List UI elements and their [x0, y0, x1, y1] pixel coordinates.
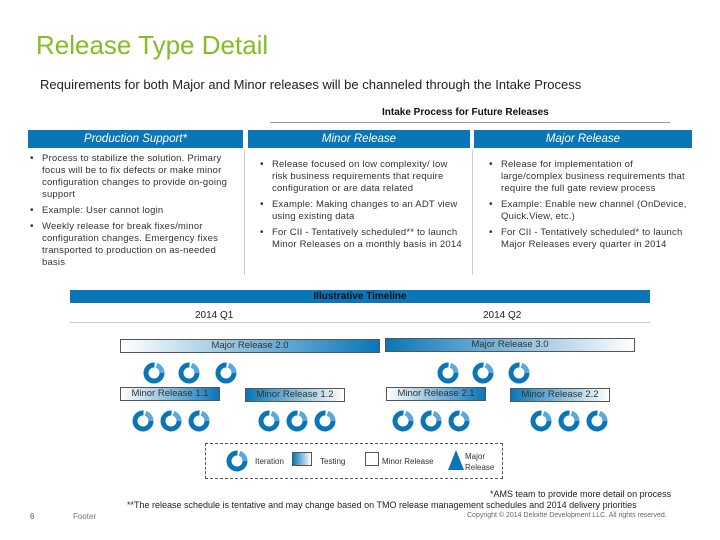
major-release-list: Release for implementation of large/comp… — [487, 159, 692, 255]
iteration-cycle-icon — [258, 410, 280, 432]
major-bullet: Example: Enable new channel (OnDevice, Q… — [487, 199, 692, 223]
production-bullet: Weekly release for break fixes/minor con… — [28, 221, 240, 269]
iteration-cycle-icon — [314, 410, 336, 432]
major-release-legend-marker — [448, 450, 464, 470]
quarter-label-q2: 2014 Q2 — [483, 310, 522, 321]
iteration-cycle-icon — [558, 410, 580, 432]
production-bullet: Process to stabilize the solution. Prima… — [28, 153, 240, 201]
minor-bullet: For CII - Tentatively scheduled** to lau… — [258, 227, 464, 251]
iteration-cycle-icon — [188, 410, 210, 432]
legend-testing-label: Testing — [320, 457, 346, 466]
minor-bullet: Example: Making changes to an ADT view u… — [258, 199, 464, 223]
major-release-3-0-bar: Major Release 3.0 — [385, 338, 635, 352]
minor-release-1-1-bar: Minor Release 1.1 — [120, 387, 220, 401]
footnote-ams: *AMS team to provide more detail on proc… — [490, 489, 672, 499]
major-bullet: For CII - Tentatively scheduled* to laun… — [487, 227, 692, 251]
minor-release-2-1-bar: Minor Release 2.1 — [386, 387, 486, 401]
iteration-cycle-icon — [530, 410, 552, 432]
iteration-cycle-icon — [143, 362, 165, 384]
column-separator — [472, 150, 473, 275]
iteration-cycle-icon — [132, 410, 154, 432]
quarter-divider — [70, 322, 650, 323]
minor-release-list: Release focused on low complexity/ low r… — [258, 159, 464, 255]
legend-major-label-1: Major — [465, 452, 486, 461]
minor-bullet: Release focused on low complexity/ low r… — [258, 159, 464, 195]
page-title: Release Type Detail — [36, 30, 269, 60]
legend-iteration-label: Iteration — [255, 457, 284, 466]
legend — [205, 443, 503, 479]
iteration-cycle-icon — [392, 410, 414, 432]
major-release-2-0-bar: Major Release 2.0 — [120, 339, 380, 353]
production-support-header: Production Support* — [28, 130, 243, 148]
iteration-cycle-icon — [437, 362, 459, 384]
iteration-cycle-icon — [448, 410, 470, 432]
iteration-cycle-icon — [586, 410, 608, 432]
iteration-legend-icon — [226, 450, 248, 472]
iteration-cycle-icon — [420, 410, 442, 432]
legend-minor-release-label: Minor Release — [382, 457, 434, 466]
footnote-schedule: **The release schedule is tentative and … — [127, 500, 637, 510]
major-release-header: Major Release — [474, 130, 692, 148]
iteration-cycle-icon — [178, 362, 200, 384]
column-separator — [244, 150, 245, 275]
intake-divider — [270, 122, 670, 123]
iteration-cycle-icon — [160, 410, 182, 432]
major-bullet: Release for implementation of large/comp… — [487, 159, 692, 195]
iteration-cycle-icon — [472, 362, 494, 384]
iteration-cycle-icon — [286, 410, 308, 432]
minor-release-1-2-bar: Minor Release 1.2 — [245, 388, 345, 402]
footer-text: Footer — [73, 512, 97, 521]
page-subtitle: Requirements for both Major and Minor re… — [40, 77, 582, 92]
timeline-title: Illustrative Timeline — [313, 291, 407, 302]
page-number: 6 — [30, 512, 35, 521]
iteration-cycle-icon — [508, 362, 530, 384]
quarter-label-q1: 2014 Q1 — [195, 310, 234, 321]
testing-legend-swatch — [292, 452, 312, 466]
minor-release-2-2-bar: Minor Release 2.2 — [510, 388, 610, 402]
production-bullet: Example: User cannot login — [28, 205, 240, 217]
iteration-cycle-icon — [215, 362, 237, 384]
intake-process-title: Intake Process for Future Releases — [382, 107, 549, 118]
timeline-header: Illustrative Timeline — [70, 290, 650, 303]
minor-release-legend-swatch — [365, 452, 379, 466]
legend-major-label-2: Release — [465, 463, 495, 472]
production-support-list: Process to stabilize the solution. Prima… — [28, 153, 240, 273]
copyright-text: Copyright © 2014 Deloitte Development LL… — [467, 512, 667, 519]
minor-release-header: Minor Release — [248, 130, 470, 148]
